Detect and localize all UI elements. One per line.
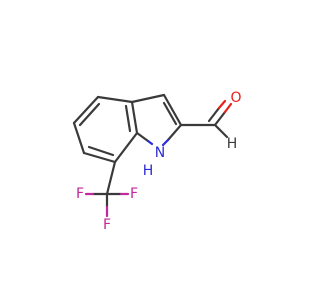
fluorine-bottom-label: F	[103, 217, 111, 233]
bond-c2-n1	[166, 123, 183, 142]
bond-c3-c2	[162, 93, 183, 127]
bond-c7a-c3a	[130, 100, 139, 135]
bond-cho-o-double	[207, 106, 221, 123]
bond-n1-c7a-n-part	[146, 139, 154, 146]
bond-cho-o-red	[223, 102, 233, 114]
aldehyde-group	[179, 99, 233, 139]
amine-hydrogen-label: H	[143, 163, 154, 179]
nitrogen-label: N	[155, 145, 165, 161]
bond-c4-c5-double	[78, 102, 101, 127]
bond-n1-c2-n-part	[161, 138, 170, 147]
bond-c3-c2-double	[162, 101, 178, 126]
bond-c3a-c4	[96, 95, 134, 104]
benzene-ring	[72, 95, 139, 164]
aldehyde-hydrogen-label: H	[227, 136, 238, 152]
fluorine-right-label: F	[130, 186, 138, 202]
trifluoromethyl-group	[84, 160, 130, 218]
bond-c7-c7a	[113, 131, 139, 164]
bond-c4-c5	[72, 95, 100, 125]
bond-c3a-c3	[130, 93, 166, 104]
bond-c6-c7-double	[87, 145, 115, 157]
oxygen-label: O	[230, 90, 241, 106]
bond-c7a-c3a-double	[124, 104, 132, 133]
bond-c5-c6	[72, 121, 86, 155]
pyrrole-ring	[130, 93, 183, 147]
bond-c7-cf3	[105, 160, 117, 196]
bond-c6-c7	[82, 151, 117, 164]
bond-cho-o	[213, 110, 227, 127]
bond-cho-o-double-red	[217, 99, 227, 110]
bond-n1-c7a	[135, 131, 150, 143]
fluorine-left-label: F	[76, 186, 84, 202]
bond-cho-h	[213, 123, 229, 139]
molecule-structure: O H N H F F F	[72, 90, 242, 233]
